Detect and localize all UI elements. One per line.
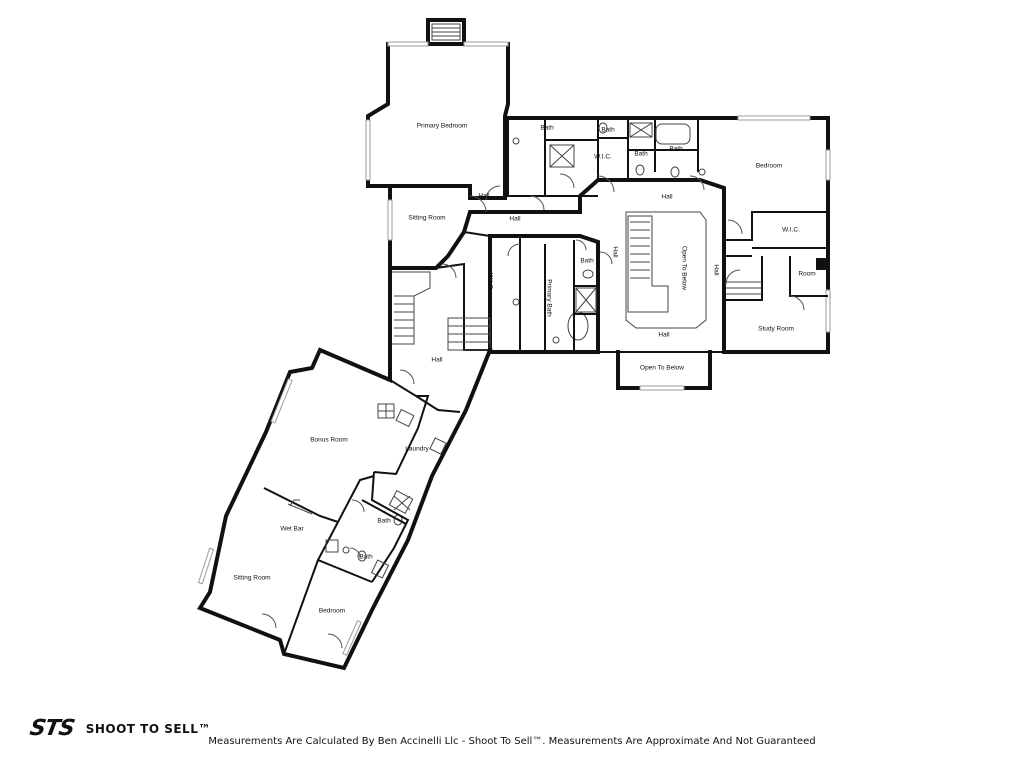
label-wic-right: W.I.C.	[782, 227, 800, 234]
label-bath-lower-1: Bath	[377, 518, 391, 525]
upper-right-walls	[393, 115, 831, 526]
label-study-room: Study Room	[758, 326, 794, 333]
label-open-to-below-bottom: Open To Below	[640, 365, 684, 372]
label-hall-bottom-center: Hall	[658, 332, 670, 339]
floor-plan: Primary Bedroom Bath Bath W.I.C. Bath Ba…	[197, 18, 831, 671]
label-bonus-room: Bonus Room	[310, 437, 348, 444]
label-room-small: Room	[798, 271, 815, 278]
primary-bath-walls	[488, 234, 600, 354]
label-bath-lower-2: Bath	[359, 554, 373, 561]
label-wic-top: W.I.C.	[594, 154, 612, 161]
label-hall-upper: Hall	[509, 216, 521, 223]
label-bath-center: Bath	[580, 258, 594, 265]
logo-text: SHOOT TO SELL™	[85, 721, 211, 736]
primary-bedroom-walls	[365, 41, 510, 200]
label-hall-vertical-right: Hall	[712, 264, 719, 276]
chimney	[426, 18, 466, 46]
label-hall-top-center: Hall	[661, 194, 673, 201]
disclaimer: Measurements Are Calculated By Ben Accin…	[208, 736, 816, 747]
label-wet-bar: Wet Bar	[280, 526, 304, 533]
label-bedroom-right: Bedroom	[756, 163, 782, 170]
label-sitting-room-upper: Sitting Room	[408, 215, 445, 222]
label-bedroom-lower: Bedroom	[319, 608, 345, 615]
right-rooms-walls	[723, 188, 828, 301]
lower-wing-walls	[197, 266, 493, 671]
label-laundry: Laundry	[405, 446, 429, 453]
label-hall-small: Hall	[478, 193, 490, 200]
label-bath-top-left: Bath	[540, 125, 554, 132]
sts-logo: STS SHOOT TO SELL™	[28, 716, 211, 741]
label-bath-top-mid: Bath	[634, 151, 648, 158]
label-bath-top-right: Bath	[669, 146, 683, 153]
bottom-bay-walls	[616, 350, 712, 391]
open-to-below-center-shape	[625, 211, 707, 329]
label-open-to-below-center: Open To Below	[680, 246, 687, 290]
label-bath-top-small: Bath	[601, 127, 615, 134]
label-primary-bath: Primary Bath	[545, 279, 552, 317]
label-primary-bedroom: Primary Bedroom	[417, 123, 468, 130]
door-swings	[261, 173, 805, 649]
label-sitting-room-lower: Sitting Room	[233, 575, 270, 582]
room-labels: Primary Bedroom Bath Bath W.I.C. Bath Ba…	[233, 123, 815, 615]
upper-left-walls	[387, 184, 582, 351]
label-wic-left: W.I.C.	[486, 273, 493, 291]
label-hall-main: Hall	[431, 357, 443, 364]
label-hall-vertical-left: Hall	[611, 246, 618, 258]
footer: STS SHOOT TO SELL™ Measurements Are Calc…	[0, 708, 1024, 768]
